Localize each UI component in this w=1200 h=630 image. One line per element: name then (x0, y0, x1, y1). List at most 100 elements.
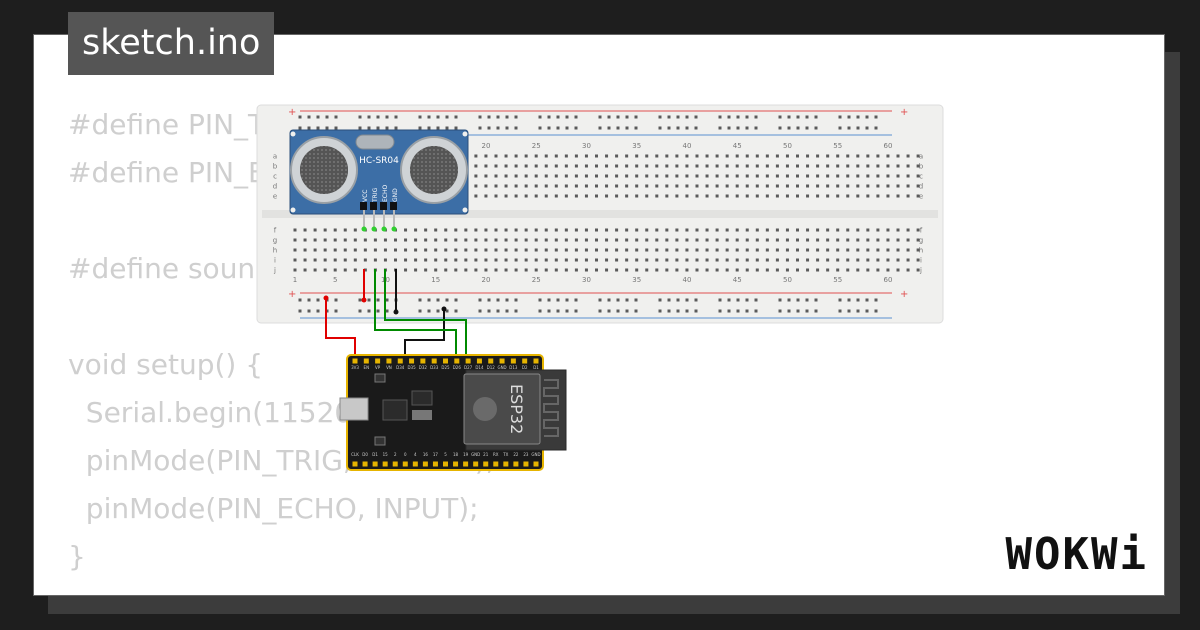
esp32-pin[interactable] (454, 358, 460, 364)
breadboard-hole (685, 258, 689, 262)
esp32-pin[interactable] (503, 461, 509, 467)
esp32-pin[interactable] (352, 461, 358, 467)
esp32-pin[interactable] (363, 358, 369, 364)
breadboard-hole (775, 164, 779, 168)
breadboard-hole (394, 115, 398, 119)
breadboard-hole (367, 115, 371, 119)
esp32-pin[interactable] (510, 358, 516, 364)
esp32-pin[interactable] (476, 358, 482, 364)
esp32-pin[interactable] (431, 358, 437, 364)
breadboard-hole (896, 184, 900, 188)
esp32-pin-label: 17 (433, 452, 439, 457)
esp32-pin[interactable] (392, 461, 398, 467)
breadboard-hole (427, 298, 431, 302)
ultrasonic-sensor[interactable]: HC-SR04 VCC TRIG ECHO GND (289, 129, 469, 232)
breadboard-hole (675, 184, 679, 188)
esp32-pin[interactable] (533, 461, 539, 467)
breadboard-hole (564, 228, 568, 232)
usb-port (339, 397, 369, 421)
en-button[interactable] (374, 436, 386, 446)
esp32-pin[interactable] (352, 358, 358, 364)
esp32-pin[interactable] (402, 461, 408, 467)
breadboard-hole (574, 184, 578, 188)
esp32-pin[interactable] (443, 461, 448, 467)
breadboard-hole (615, 194, 619, 198)
esp32-pin[interactable] (397, 358, 403, 364)
breadboard-hole (886, 258, 890, 262)
row-letter-label: b (273, 163, 278, 171)
breadboard-hole (876, 184, 880, 188)
esp32-pin[interactable] (473, 461, 479, 467)
boot-button[interactable] (374, 373, 386, 383)
breadboard-hole (358, 298, 362, 302)
breadboard-hole (876, 228, 880, 232)
esp32-pin[interactable] (372, 461, 378, 467)
breadboard-hole (316, 115, 320, 119)
esp32-pin[interactable] (375, 358, 381, 364)
breadboard-hole (544, 258, 548, 262)
esp32-pin[interactable] (513, 461, 519, 467)
breadboard-hole (826, 238, 830, 242)
breadboard-hole (847, 126, 851, 130)
esp32-pin[interactable] (420, 358, 426, 364)
esp32-pin[interactable] (483, 461, 489, 467)
breadboard-hole (607, 298, 611, 302)
breadboard-hole (745, 115, 749, 119)
breadboard-hole (307, 126, 311, 130)
breadboard-hole (816, 268, 820, 272)
breadboard-hole (896, 194, 900, 198)
esp32-pin[interactable] (412, 461, 418, 467)
esp32-pin[interactable] (465, 358, 471, 364)
breadboard-hole (796, 126, 800, 130)
breadboard-hole (765, 154, 769, 158)
esp32-pin-label: D35 (407, 365, 416, 370)
breadboard-hole (806, 238, 810, 242)
breadboard-hole (816, 238, 820, 242)
breadboard-hole (785, 184, 789, 188)
breadboard-hole (504, 258, 508, 262)
breadboard-hole (615, 228, 619, 232)
esp32-pin[interactable] (432, 461, 438, 467)
esp32-pin[interactable] (522, 358, 528, 364)
breadboard-hole (785, 238, 789, 242)
breadboard-hole (826, 228, 830, 232)
esp32-pin[interactable] (453, 461, 459, 467)
pin-label-echo: ECHO (382, 185, 389, 202)
esp32-pin[interactable] (463, 461, 469, 467)
breadboard-hole (785, 248, 789, 252)
esp32-pin[interactable] (523, 461, 529, 467)
esp32-pin[interactable] (382, 461, 388, 467)
esp32-pin[interactable] (362, 461, 368, 467)
breadboard-hole (667, 298, 671, 302)
breadboard-hole (505, 309, 509, 313)
breadboard-hole (906, 248, 910, 252)
esp32-pin[interactable] (499, 358, 505, 364)
breadboard-hole (367, 126, 371, 130)
file-tab[interactable]: sketch.ino (68, 12, 275, 75)
breadboard-hole (504, 184, 508, 188)
breadboard-hole (454, 309, 458, 313)
row-letter-label: a (273, 153, 277, 161)
breadboard-hole (358, 309, 362, 313)
esp32-pin[interactable] (409, 358, 415, 364)
esp32-pin[interactable] (488, 358, 494, 364)
breadboard-hole (886, 164, 890, 168)
breadboard-hole (806, 154, 810, 158)
breadboard-hole (658, 126, 662, 130)
breadboard-hole (484, 268, 488, 272)
breadboard-hole (876, 258, 880, 262)
breadboard-hole (836, 194, 840, 198)
breadboard-hole (556, 126, 560, 130)
breadboard-hole (685, 238, 689, 242)
esp32-pin[interactable] (443, 358, 448, 364)
esp32-pin[interactable] (533, 358, 539, 364)
breadboard-hole (544, 194, 548, 198)
esp32-pin[interactable] (386, 358, 392, 364)
breadboard-hole (607, 126, 611, 130)
breadboard-hole (595, 258, 598, 262)
breadboard-hole (886, 248, 890, 252)
breadboard-hole (514, 194, 518, 198)
esp32-pin[interactable] (422, 461, 428, 467)
esp32-pin[interactable] (493, 461, 499, 467)
